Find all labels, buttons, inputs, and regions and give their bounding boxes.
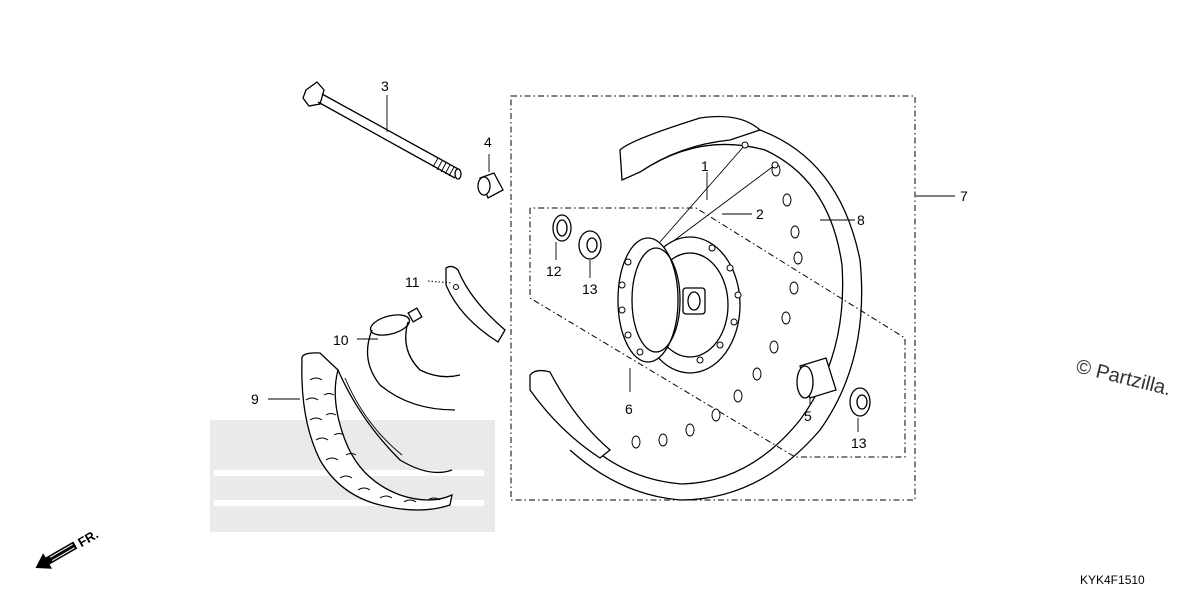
tire-part — [268, 352, 453, 511]
spokes-part — [659, 141, 779, 249]
bearing-part-lower — [849, 387, 871, 432]
wheel-assembly-outline — [510, 95, 955, 501]
callout-9: 9 — [251, 391, 259, 407]
callout-5: 5 — [804, 408, 812, 424]
callout-2: 2 — [756, 206, 764, 222]
callout-8: 8 — [857, 212, 865, 228]
callout-13-upper: 13 — [582, 281, 598, 297]
callout-labels: 1 2 3 4 5 6 7 8 9 10 11 12 13 13 — [251, 78, 968, 451]
front-label: FR. — [75, 526, 101, 549]
diagram-code: KYK4F1510 — [1080, 573, 1145, 587]
callout-11: 11 — [405, 274, 420, 290]
callout-6: 6 — [625, 401, 633, 417]
distance-collar-part — [796, 357, 837, 404]
rim-part — [529, 115, 863, 501]
dust-seal-part — [552, 214, 572, 260]
callout-10: 10 — [333, 332, 349, 348]
front-direction-arrow: FR. — [35, 526, 101, 569]
hub-subassembly-outline — [529, 207, 906, 458]
inner-tube-part — [357, 307, 461, 411]
callout-7: 7 — [960, 188, 968, 204]
callout-1: 1 — [701, 158, 709, 174]
callout-12: 12 — [546, 263, 562, 279]
axle-collar-part — [477, 154, 504, 199]
copyright-watermark: © Partzilla. — [1074, 356, 1173, 401]
bearing-part-upper — [578, 230, 602, 278]
rim-band-part — [427, 265, 506, 343]
callout-4: 4 — [484, 134, 492, 150]
callout-13-lower: 13 — [851, 435, 867, 451]
callout-3: 3 — [381, 78, 389, 94]
axle-bolt-part — [302, 81, 462, 180]
hub-part — [617, 236, 742, 392]
